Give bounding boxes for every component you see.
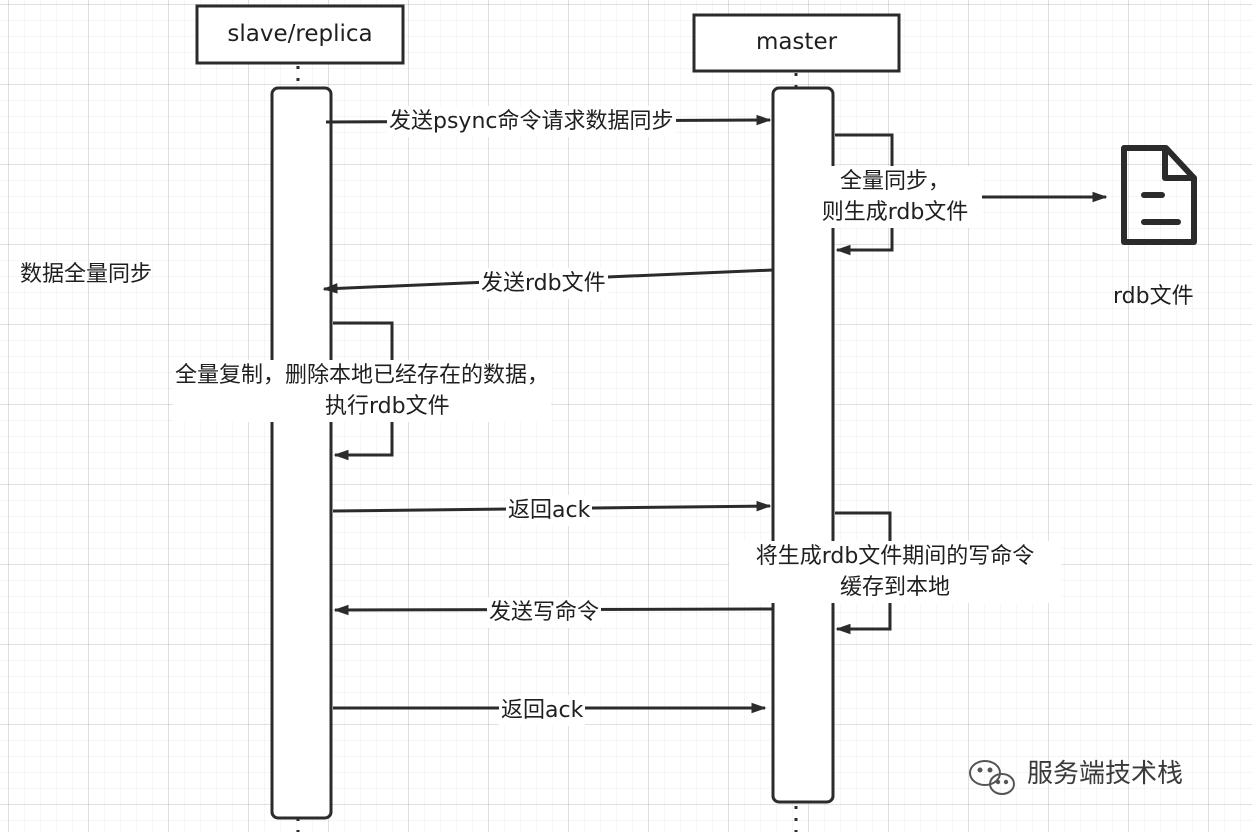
psync-request-label: 发送psync命令请求数据同步	[387, 106, 676, 137]
slave-participant-label: slave/replica	[227, 21, 373, 47]
slave-self-label: 全量复制，删除本地已经存在的数据， 执行rdb文件	[173, 360, 552, 422]
diagram-title: 数据全量同步	[20, 262, 153, 287]
master-participant-label: master	[755, 29, 838, 55]
send-write-label: 发送写命令	[487, 597, 602, 628]
master-buffer-label-line2: 缓存到本地	[839, 575, 950, 600]
send-rdb-label: 发送rdb文件	[479, 268, 608, 299]
ack-1-label: 返回ack	[506, 495, 593, 526]
master-self-label: 全量同步， 则生成rdb文件	[808, 166, 982, 228]
rdb-file-label: rdb文件	[1113, 284, 1194, 309]
master-header-box[interactable]	[692, 13, 901, 73]
master-buffer-label: 将生成rdb文件期间的写命令 缓存到本地	[729, 541, 1061, 603]
watermark-text: 服务端技术栈	[1027, 759, 1184, 789]
master-self-label-line2: 则生成rdb文件	[821, 200, 969, 225]
master-activation-bar[interactable]	[771, 86, 835, 804]
master-buffer-label-line1: 将生成rdb文件期间的写命令	[755, 544, 1035, 569]
slave-activation-bar[interactable]	[270, 86, 333, 820]
slave-self-label-line2: 执行rdb文件	[325, 394, 450, 419]
file-icon	[1121, 145, 1197, 245]
wechat-logo	[969, 760, 1015, 795]
slave-self-label-line1: 全量复制，删除本地已经存在的数据，	[175, 363, 550, 388]
slave-header-box[interactable]	[195, 4, 405, 65]
ack-2-label: 返回ack	[499, 695, 586, 726]
lifeline-dots	[296, 66, 798, 832]
master-self-label-line1: 全量同步，	[839, 169, 950, 194]
